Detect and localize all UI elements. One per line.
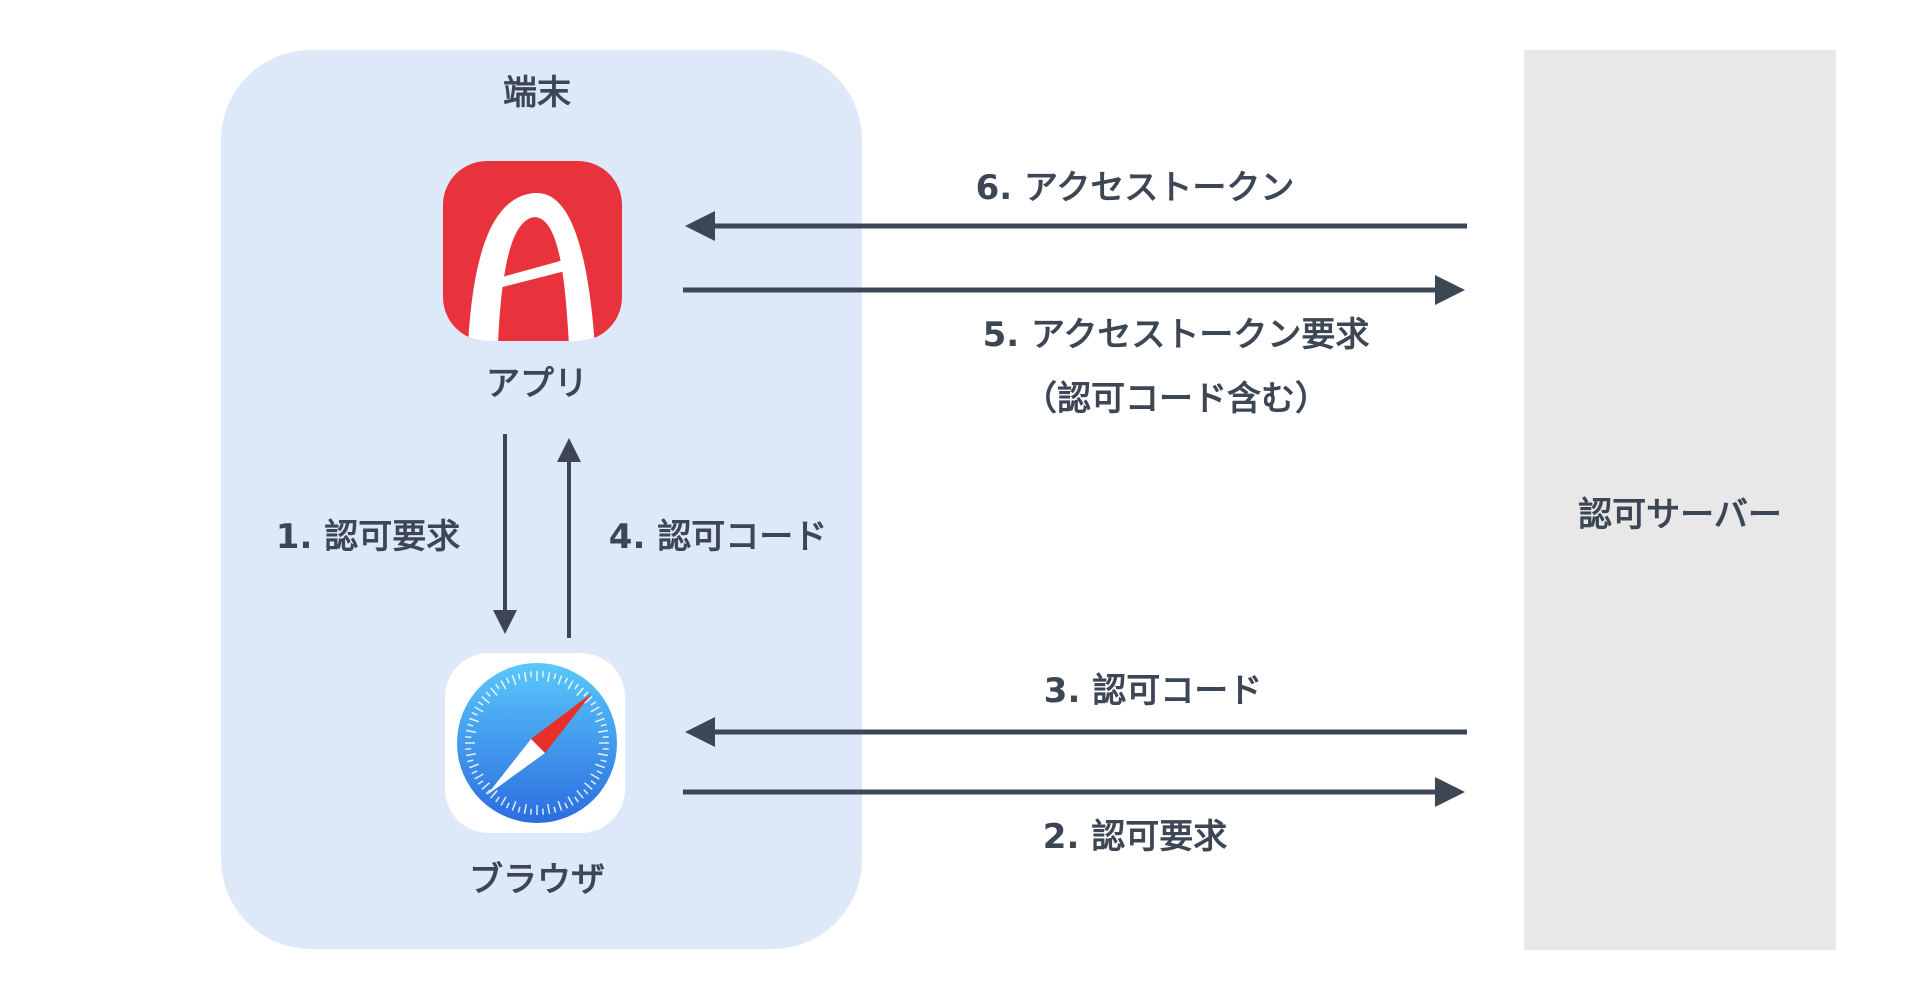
compass-tick [523, 671, 527, 683]
auth-server-container [1524, 50, 1836, 950]
compass-tick [590, 773, 600, 780]
step6-label: 6. アクセストークン [975, 168, 1295, 208]
compass-tick [465, 748, 472, 751]
safari-compass-icon [445, 653, 625, 833]
compass-tick [495, 796, 500, 803]
compass-tick [564, 677, 569, 684]
app-a-icon [443, 161, 622, 341]
step2-label: 2. 認可要求 [1042, 817, 1228, 857]
compass-tick [485, 789, 491, 795]
compass-tick [490, 790, 498, 799]
compass-tick [529, 808, 532, 815]
compass-tick [523, 803, 527, 815]
compass-tick [500, 796, 507, 806]
browser-label: ブラウザ [469, 860, 605, 900]
compass-tick [529, 671, 532, 678]
compass-tick [600, 723, 607, 727]
compass-tick [500, 680, 507, 690]
compass-tick [596, 770, 603, 775]
compass-tick [574, 796, 579, 803]
compass-tick [505, 802, 510, 809]
app-label: アプリ [486, 364, 588, 404]
auth-server-label: 認可サーバー [1578, 495, 1782, 535]
compass-tick [465, 753, 477, 757]
compass-tick [471, 770, 478, 775]
step1-label: 1. 認可要求 [275, 517, 461, 557]
step4-label: 4. 認可コード [608, 517, 828, 557]
compass-tick [467, 759, 474, 763]
compass-tick [547, 671, 551, 683]
step5-label: 5. アクセストークン要求 [982, 315, 1370, 355]
compass-tick [474, 706, 484, 713]
compass-tick [511, 675, 517, 685]
compass-tick [595, 717, 605, 723]
compass-tick [597, 729, 609, 733]
compass-tick [553, 806, 557, 813]
compass-tick [576, 790, 584, 799]
compass-tick [553, 673, 557, 680]
compass-tick [517, 673, 521, 680]
compass-tick [465, 735, 472, 738]
compass-tick [469, 763, 479, 769]
compass-tick [542, 808, 545, 815]
compass-tick [590, 780, 597, 785]
compass-tick [511, 801, 517, 811]
compass-tick [584, 782, 593, 790]
compass-tick [505, 677, 510, 684]
device-title: 端末 [503, 73, 571, 113]
compass-tick [485, 691, 491, 697]
compass-tick [557, 675, 563, 685]
step5-note: （認可コード含む） [1023, 379, 1329, 419]
compass-tick [477, 780, 484, 785]
compass-tick [481, 696, 490, 704]
compass-tick [517, 806, 521, 813]
compass-tick [469, 717, 479, 723]
compass-tick [477, 701, 484, 706]
step3-label: 3. 認可コード [1043, 671, 1263, 711]
compass-tick [467, 723, 474, 727]
compass-tick [596, 711, 603, 716]
compass-tick [564, 802, 569, 809]
compass-tick [600, 759, 607, 763]
compass-tick [583, 789, 589, 795]
compass-tick [542, 671, 545, 678]
compass-tick [557, 801, 563, 811]
compass-tick [602, 748, 609, 751]
compass-tick [490, 687, 498, 696]
compass-tick [471, 711, 478, 716]
compass-tick [590, 706, 600, 713]
compass-tick [576, 687, 584, 696]
compass-tick [597, 753, 609, 757]
compass-tick [574, 683, 579, 690]
compass-tick [547, 803, 551, 815]
compass-tick [465, 729, 477, 733]
compass-tick [595, 763, 605, 769]
compass-tick [584, 696, 593, 704]
compass-tick [602, 735, 609, 738]
compass-tick [567, 680, 574, 690]
compass-tick [567, 796, 574, 806]
compass-tick [590, 701, 597, 706]
compass-tick [474, 773, 484, 780]
compass-tick [583, 691, 589, 697]
compass-tick [495, 683, 500, 690]
compass-tick [481, 782, 490, 790]
